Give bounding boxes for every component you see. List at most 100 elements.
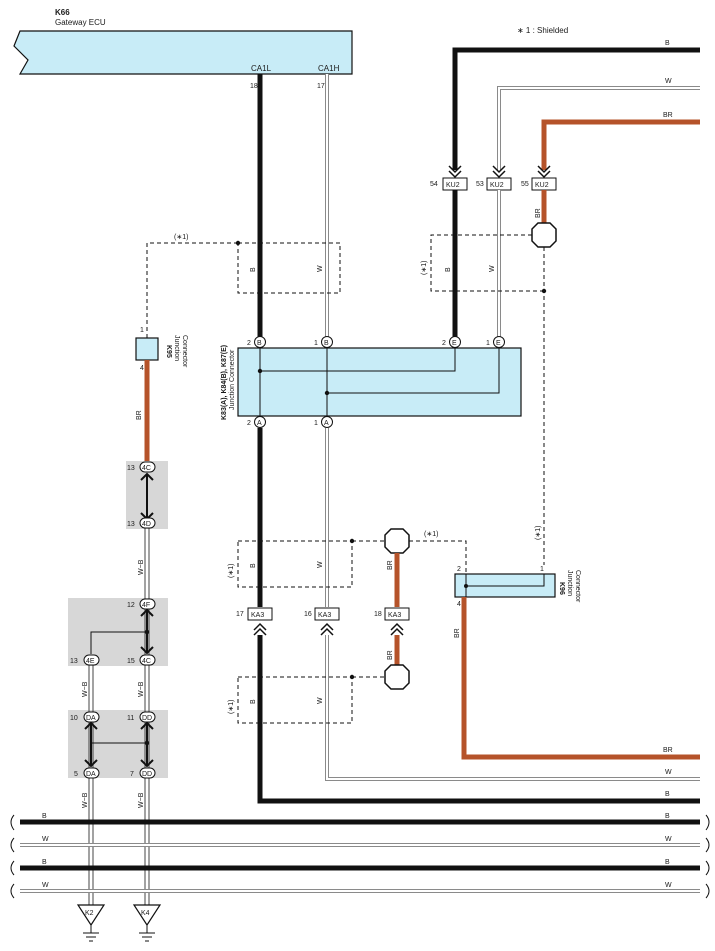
wire-4f-branch [90, 631, 147, 654]
svg-text:1: 1 [314, 340, 318, 347]
bus-label-b2-left: B [42, 859, 47, 866]
svg-text:DA: DA [86, 771, 96, 778]
shield-line-k95 [146, 242, 238, 338]
svg-text:13: 13 [127, 465, 135, 472]
svg-text:A: A [324, 420, 329, 427]
ka3-b-end-label: B [665, 791, 670, 798]
conn-dd-bottom: 7 DD [130, 767, 156, 779]
k96-br-end-label: BR [663, 747, 673, 754]
conn-4d: 13 4D [127, 517, 156, 529]
ecu-name: Gateway ECU [55, 18, 106, 27]
bus-label-w2-right: W [665, 882, 672, 889]
bus-label-b1-right: B [665, 813, 670, 820]
conn-4f: 12 4F [127, 598, 156, 610]
wire-left-wb-2 [88, 660, 94, 905]
svg-text:4E: 4E [86, 658, 95, 665]
svg-text:K2: K2 [85, 910, 94, 917]
shield-box-4 [237, 676, 353, 724]
ku2-w-label: W [665, 78, 672, 85]
k95-name2: Connector [181, 335, 188, 368]
conn-4e: 13 4E [70, 654, 100, 666]
svg-text:13: 13 [70, 658, 78, 665]
jc-top-pin-2: 1 B [314, 336, 333, 348]
svg-text:KA3: KA3 [318, 612, 331, 619]
jc-dot-w [324, 390, 330, 396]
svg-text:4D: 4D [142, 521, 151, 528]
svg-text:7: 7 [130, 771, 134, 778]
svg-text:12: 12 [127, 602, 135, 609]
svg-text:4C: 4C [142, 658, 151, 665]
k96-br-label: BR [454, 628, 461, 638]
jc-bottom-pin-2: 1 A [314, 416, 333, 428]
svg-text:2: 2 [442, 340, 446, 347]
jc-top-pin-3: 2 E [442, 336, 461, 348]
jc-top-pin-1: 2 B [247, 336, 266, 348]
shield-box-4-w: W [317, 697, 324, 704]
svg-text:KU2: KU2 [446, 182, 460, 189]
shield-tag-3: (∗1) [228, 564, 235, 578]
svg-text:1: 1 [486, 340, 490, 347]
shield-tag-1: (∗1) [174, 234, 188, 241]
svg-text:KU2: KU2 [535, 182, 549, 189]
wb-label-2: W−B [82, 681, 89, 697]
ku2-b-label: B [665, 40, 670, 47]
ku2-connector-55: 55 KU2 [521, 177, 557, 191]
svg-text:A: A [257, 420, 262, 427]
conn-dd-top: 11 DD [127, 711, 156, 723]
svg-text:B: B [324, 340, 329, 347]
wb-label-4: W−B [82, 792, 89, 808]
k95-name1: Junction [173, 335, 180, 361]
jc-dot-b [257, 368, 263, 374]
ka3-arrow-17 [253, 622, 267, 636]
svg-text:KA3: KA3 [251, 612, 264, 619]
conn-da-bottom: 5 DA [74, 767, 100, 779]
wire-ka3-w-down [325, 635, 700, 781]
conn-4c-bottom: 15 4C [127, 654, 156, 666]
wire-ku2-w [497, 86, 700, 170]
ecu-pin-ca1h: CA1H [318, 64, 340, 73]
ku2-arrow-54 [448, 165, 462, 179]
ka3-connector-18: 18 KA3 [374, 607, 410, 621]
wb-label-3: W−B [138, 681, 145, 697]
svg-text:10: 10 [70, 715, 78, 722]
ecu-code: K66 [55, 8, 70, 17]
wb-label-5: W−B [138, 792, 145, 808]
svg-text:54: 54 [430, 181, 438, 188]
shielded-note: ∗ 1 : Shielded [517, 26, 568, 35]
ground-k4: K4 [132, 904, 162, 942]
ku2-br-label: BR [663, 112, 673, 119]
bus-label-b2-right: B [665, 859, 670, 866]
shield-box-3-b: B [250, 563, 257, 568]
jc-bottom-pin-1: 2 A [247, 416, 266, 428]
svg-text:E: E [452, 340, 457, 347]
svg-text:4C: 4C [142, 465, 151, 472]
shield-octagon-1 [531, 222, 557, 248]
svg-text:18: 18 [374, 611, 382, 618]
ku2-arrow-53 [492, 165, 506, 179]
shield-box-1-b: B [250, 267, 257, 272]
svg-text:2: 2 [247, 420, 251, 427]
shield-octagon-2 [384, 528, 410, 554]
wire-ku2-b [452, 47, 700, 170]
shield-box-3-w: W [317, 561, 324, 568]
ka3-connector-16: 16 KA3 [304, 607, 340, 621]
k95-code: K95 [165, 345, 172, 358]
svg-text:1: 1 [314, 420, 318, 427]
svg-text:5: 5 [74, 771, 78, 778]
jc-main-code: K83(A), K84(B), K87(E) [221, 345, 228, 420]
bus-label-w1-left: W [42, 836, 49, 843]
ecu-box [13, 30, 353, 75]
svg-text:K4: K4 [141, 910, 150, 917]
k95-pin1: 1 [140, 327, 144, 334]
svg-text:DD: DD [142, 771, 152, 778]
ka3-arrow-16 [320, 622, 334, 636]
svg-text:E: E [496, 340, 501, 347]
shield-line-k96 [409, 540, 467, 574]
ku2-br-down-label: BR [535, 208, 542, 218]
shield-box-2-w: W [489, 265, 496, 272]
shield-tag-2: (∗1) [421, 261, 428, 275]
shield-octagon-3 [384, 664, 410, 690]
bus-label-b1-left: B [42, 813, 47, 820]
svg-text:DD: DD [142, 715, 152, 722]
